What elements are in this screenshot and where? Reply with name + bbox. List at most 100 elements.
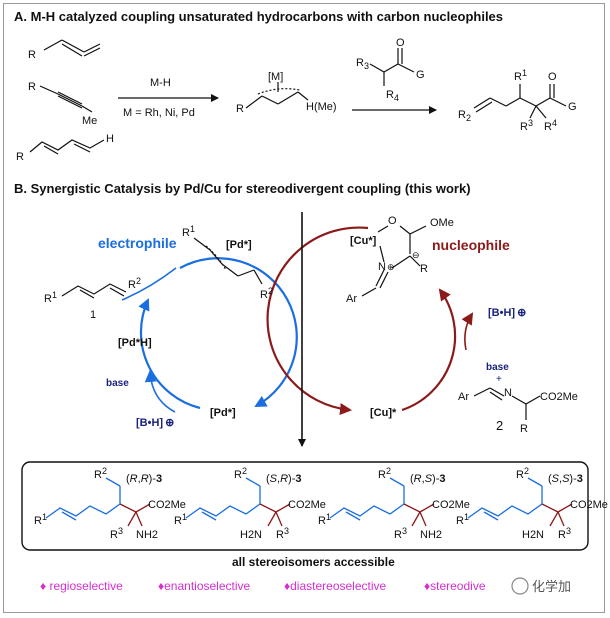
pd-star-h-label: [Pd*H] xyxy=(118,337,152,349)
base-left-label: base xyxy=(106,378,129,389)
nuc-r3-label: R3 xyxy=(356,57,369,71)
product-1-diene-chain xyxy=(185,503,261,519)
product-3-r1: R1 xyxy=(456,512,469,527)
product-a-structure xyxy=(473,84,567,119)
cu-cycle-arc-right xyxy=(401,288,457,412)
pd-cycle-arc-right xyxy=(179,257,298,407)
section-a-title: A. M-H catalyzed coupling unsaturated hy… xyxy=(14,9,503,24)
nuc-r4-label: R4 xyxy=(386,89,399,103)
prod-o-label: O xyxy=(548,71,557,83)
pd-allyl-r1-label: R1 xyxy=(182,224,195,239)
product-1-r1: R1 xyxy=(174,512,187,527)
product-0-r2: R2 xyxy=(94,466,107,481)
nucleophile-label: nucleophile xyxy=(432,237,510,253)
diene-structure xyxy=(29,139,105,155)
prod-r3-label: R3 xyxy=(520,118,533,133)
product-3-ester-bond xyxy=(557,503,573,513)
cu-cycle-arc-left xyxy=(266,226,369,415)
product-2-nh2: NH2 xyxy=(420,529,442,541)
product-0-r2-bond xyxy=(105,477,121,487)
diene-1-number: 1 xyxy=(90,309,96,321)
product-0-nh2: NH2 xyxy=(136,529,158,541)
imine-n-label: N xyxy=(504,387,512,399)
product-3-diene-chain xyxy=(467,503,543,519)
pd-cycle-arc-left xyxy=(138,298,201,410)
diene-h-label: H xyxy=(106,133,114,145)
product-3-c-c-bond xyxy=(541,503,559,513)
prod-g-label: G xyxy=(568,101,577,113)
product-1-r3-bond xyxy=(267,511,277,527)
product-0-r3-bond xyxy=(127,511,137,527)
product-0-double-bond xyxy=(61,511,77,521)
product-2-co2me: CO2Me xyxy=(432,499,470,511)
product-2-double-bond xyxy=(345,511,361,521)
cu-star-bottom-label: [Cu]* xyxy=(370,407,397,419)
bh-right-label: [B•H]⊕ xyxy=(488,307,526,319)
pi-allyl-complex xyxy=(245,82,309,109)
diene-1-r2-label: R2 xyxy=(128,276,141,291)
product-2-r2-bond xyxy=(389,477,405,487)
cu-n-label: N⊕ xyxy=(378,261,395,273)
diene-1-structure xyxy=(61,283,127,299)
product-1-amine-bond xyxy=(275,511,283,527)
product-3-r3-bond xyxy=(549,511,559,527)
product-1-ester-bond xyxy=(275,503,291,513)
product-2-diene-chain xyxy=(329,503,405,519)
product-1-r2: R2 xyxy=(234,466,247,481)
base-right-label: base xyxy=(486,362,509,373)
product-1-r2-bond xyxy=(245,477,261,487)
product-3-r2-bond xyxy=(527,477,543,487)
product-0-r3: R3 xyxy=(110,526,123,541)
product-1-co2me: CO2Me xyxy=(288,499,326,511)
product-2-config: (R,S)-3 xyxy=(410,473,445,485)
alkyne-me-label: Me xyxy=(82,115,97,127)
nuc-g-label: G xyxy=(416,69,425,81)
feature-diastereoselective: ♦diastereoselective xyxy=(284,579,387,593)
product-2-c-c-bond xyxy=(403,503,421,513)
product-0-config: (R,R)-3 xyxy=(126,473,162,485)
product-1-r3: R3 xyxy=(276,526,289,541)
cu-ome-label: OMe xyxy=(430,217,454,229)
prod-r2-label: R2 xyxy=(458,109,471,123)
product-2-amine-bond xyxy=(419,511,427,527)
electrophile-label: electrophile xyxy=(98,235,177,251)
pd-base-arrow xyxy=(144,370,176,413)
plus-label: + xyxy=(496,374,502,385)
cu-r-label: R xyxy=(420,263,428,275)
product-3-double-bond xyxy=(483,511,499,521)
product-3-r3: R3 xyxy=(558,526,571,541)
product-3-h2n: H2N xyxy=(522,529,544,541)
product-3-co2me: CO2Me xyxy=(570,499,608,511)
alkyne-r-label: R xyxy=(28,81,36,93)
product-1-c-c-bond xyxy=(259,503,277,513)
feature-regioselective: ♦ regioselective xyxy=(40,579,123,593)
carbonyl-nucleophile xyxy=(369,48,415,86)
pi-allyl-hme-label: H(Me) xyxy=(306,101,337,113)
stereoisomers-caption: all stereoisomers accessible xyxy=(232,555,395,569)
pd-star-label: [Pd*] xyxy=(226,239,252,251)
section-b-title: B. Synergistic Catalysis by Pd/Cu for st… xyxy=(14,181,471,196)
product-2-r1: R1 xyxy=(318,512,331,527)
alkyne-structure xyxy=(39,85,93,113)
diene-1-r1-label: R1 xyxy=(44,290,57,305)
cu-enolate-structure xyxy=(361,225,427,297)
pd-star-bottom-label: [Pd*] xyxy=(210,407,236,419)
imine-2-structure xyxy=(473,387,541,420)
pd-allyl-structure xyxy=(193,237,263,285)
imine-2-number: 2 xyxy=(496,418,503,433)
product-0-ester-bond xyxy=(135,503,151,513)
products-box xyxy=(21,461,589,551)
imine-r-label: R xyxy=(520,423,528,435)
watermark-logo-icon xyxy=(511,577,529,595)
product-2-r3-bond xyxy=(411,511,421,527)
product-3-amine-bond xyxy=(557,511,565,527)
feature-enantioselective: ♦enantioselective xyxy=(158,579,251,593)
product-0-co2me: CO2Me xyxy=(148,499,186,511)
product-1-h2n: H2N xyxy=(240,529,262,541)
prod-r4-label: R4 xyxy=(544,118,557,133)
bh-left-label: [B•H]⊕ xyxy=(136,417,174,429)
